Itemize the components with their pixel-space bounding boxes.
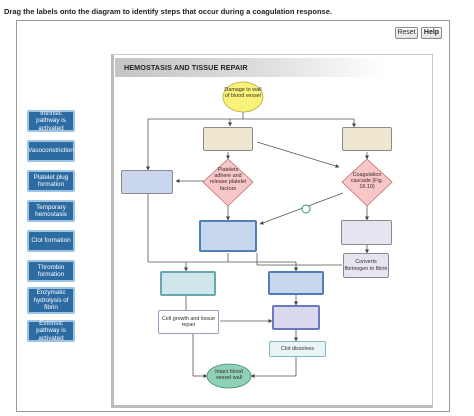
cascade-node-label: Coagulation cascade (Fig. 16.10) — [350, 172, 384, 191]
damage-node-shape — [222, 81, 264, 113]
drop-target-6[interactable] — [160, 271, 216, 296]
drop-target-3[interactable] — [121, 170, 173, 194]
diagram-title: HEMOSTASIS AND TISSUE REPAIR — [124, 63, 248, 72]
label-vasoconstriction[interactable]: Vasoconstriction — [27, 140, 75, 162]
label-platelet-plug-formation[interactable]: Platelet plug formation — [27, 170, 75, 192]
drop-target-7[interactable] — [268, 271, 324, 295]
cascade-diamond-shape — [341, 158, 393, 207]
cell-growth-node: Cell growth and tissue repair — [158, 310, 219, 334]
help-button[interactable]: Help — [421, 27, 442, 39]
clot-dissolves-node: Clot dissolves — [269, 341, 326, 357]
reset-button[interactable]: Reset — [395, 27, 418, 39]
converts-node-label: Converts fibrinogen to fibrin — [344, 259, 388, 272]
platelets-node-label: Platelets adhere and release platelet fa… — [209, 167, 247, 192]
clot-dissolves-node-label: Clot dissolves — [280, 345, 315, 352]
drop-target-2[interactable] — [342, 127, 392, 151]
label-extrinsic-pathway[interactable]: Extrinsic pathway is activated — [27, 320, 75, 342]
converts-fibrinogen-node: Converts fibrinogen to fibrin — [343, 253, 389, 278]
cell-growth-node-label: Cell growth and tissue repair — [161, 315, 216, 328]
label-thrombin-formation[interactable]: Thrombin formation — [27, 260, 75, 282]
platelets-diamond-shape — [202, 158, 254, 207]
feedback-circle — [301, 204, 311, 214]
drop-target-8[interactable] — [272, 305, 320, 330]
label-intrinsic-pathway[interactable]: Intrinsic pathway is activated — [27, 110, 75, 132]
label-enzymatic-hydrolysis[interactable]: Enzymatic hydrolysis of fibrin — [27, 287, 75, 314]
damage-node-label: Damage to wall of blood vessel — [224, 87, 262, 100]
intact-node-shape — [206, 363, 252, 389]
drop-target-5[interactable] — [341, 220, 392, 245]
intact-node-label: Intact blood vessel wall — [215, 369, 243, 382]
instructions-text: Drag the labels onto the diagram to iden… — [4, 7, 332, 16]
label-temporary-hemostasis[interactable]: Temporary hemostasis — [27, 200, 75, 222]
diagram-title-bar — [115, 58, 385, 77]
label-clot-formation[interactable]: Clot formation — [27, 230, 75, 252]
drop-target-4[interactable] — [199, 220, 257, 252]
drop-target-1[interactable] — [203, 127, 253, 151]
